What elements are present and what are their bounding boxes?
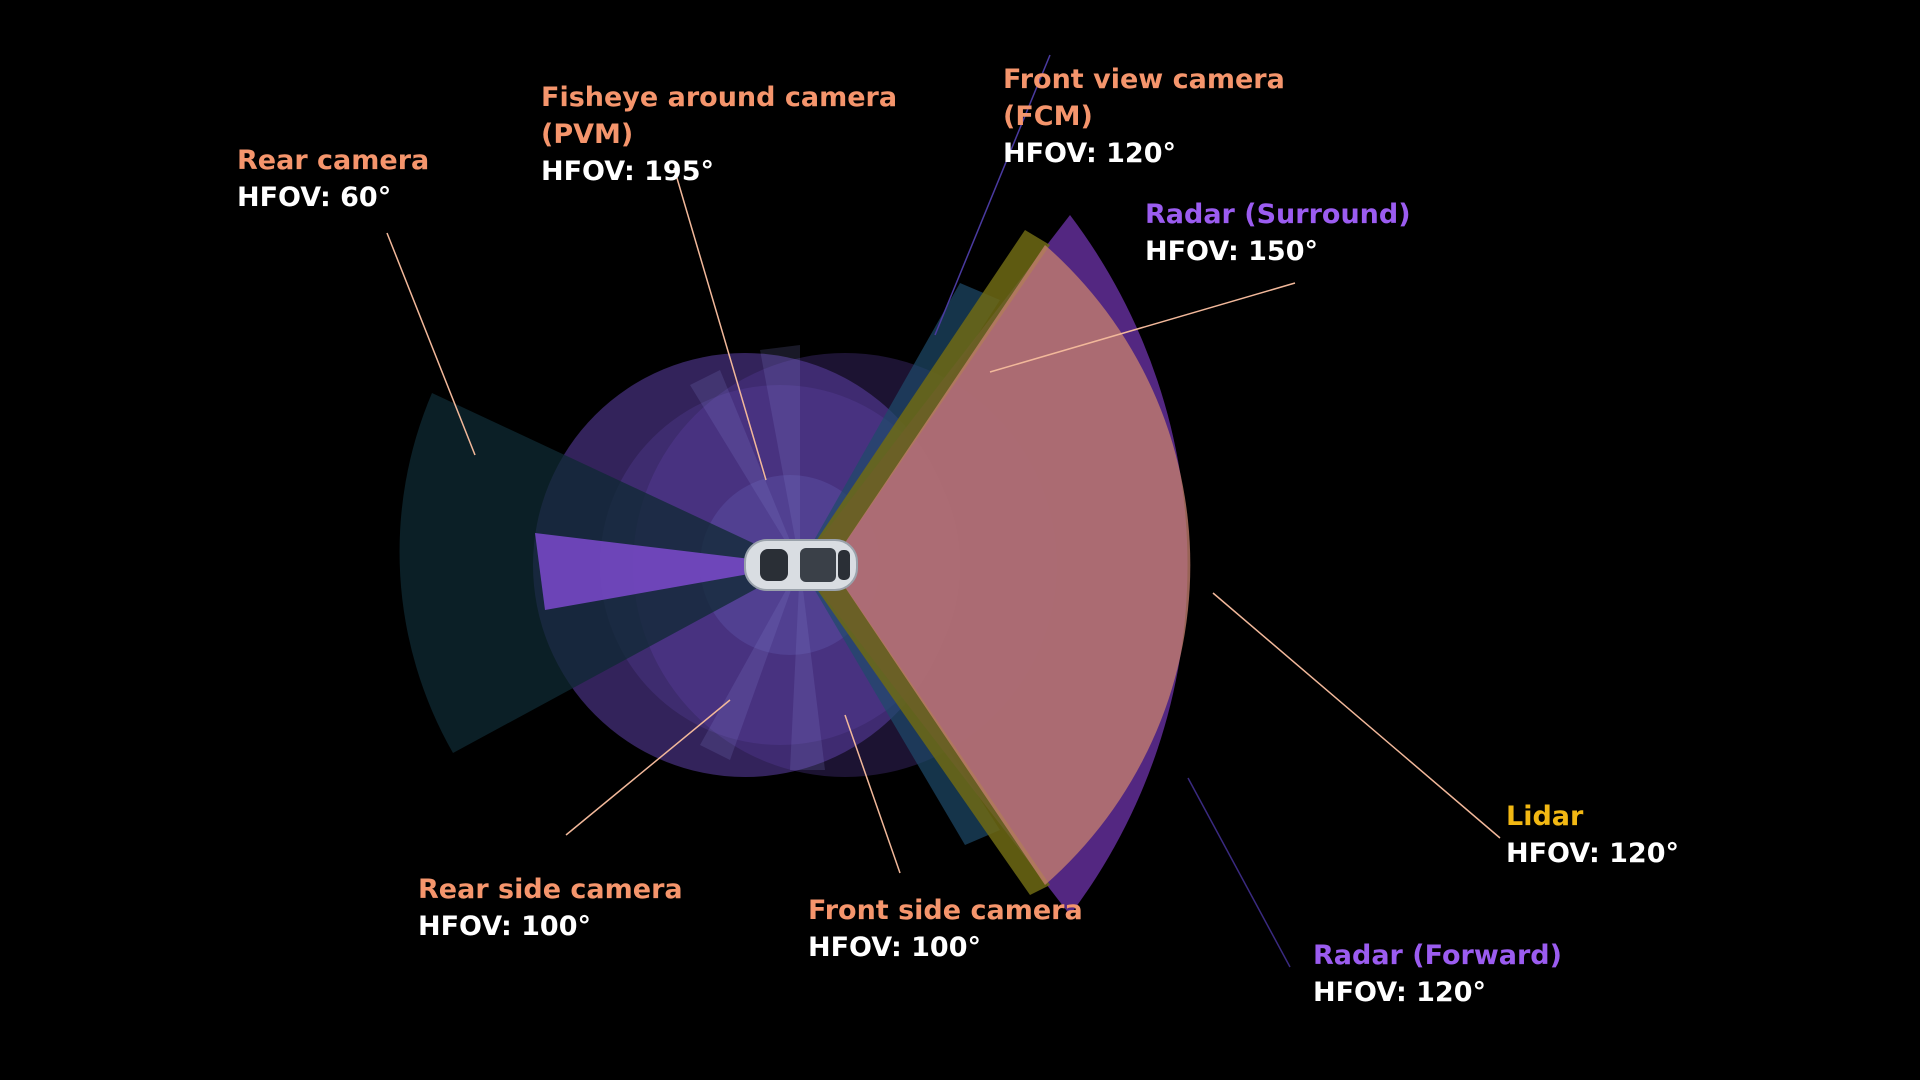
front-view-camera-hfov: HFOV: 120° (1003, 138, 1177, 169)
front-view-camera-name-line1: Front view camera (1003, 64, 1285, 95)
front-side-camera-name: Front side camera (808, 895, 1083, 926)
car-top-view-icon (744, 539, 858, 591)
leader-lines (386, 167, 1501, 874)
rear-camera-name: Rear camera (237, 145, 430, 176)
rear-camera-hfov: HFOV: 60° (237, 182, 392, 213)
front-side-camera-hfov: HFOV: 100° (808, 932, 982, 963)
fcm-leader-line (934, 54, 1051, 336)
radar-forward-leader-line (1187, 777, 1291, 968)
lidar-hfov: HFOV: 120° (1506, 838, 1680, 869)
radar-surround-leader-line (989, 282, 1296, 373)
fisheye-spoke-bottom (790, 565, 825, 770)
rear-side-camera-label: Rear side camera HFOV: 100° (418, 871, 683, 945)
radar-surround-label: Radar (Surround) HFOV: 150° (1145, 196, 1411, 270)
fisheye-leader-line (673, 167, 767, 481)
lidar-name: Lidar (1506, 801, 1584, 832)
radar-forward-hfov: HFOV: 120° (1313, 977, 1487, 1008)
front-side-camera-label: Front side camera HFOV: 100° (808, 892, 1083, 966)
rear-camera-label: Rear camera HFOV: 60° (237, 142, 429, 216)
radar-forward-label: Radar (Forward) HFOV: 120° (1313, 937, 1562, 1011)
fisheye-hfov: HFOV: 195° (541, 156, 715, 187)
front-view-camera-label: Front view camera (FCM) HFOV: 120° (1003, 61, 1285, 172)
car-windshield (838, 550, 850, 580)
front-view-camera-fan (830, 245, 1191, 885)
rear-side-camera-leader-line (565, 699, 731, 836)
rear-side-camera-hfov: HFOV: 100° (418, 911, 592, 942)
fisheye-name-line2: (PVM) (541, 119, 634, 150)
rear-camera-leader-line (386, 232, 476, 456)
car-rear-window (760, 549, 788, 581)
radar-surround-name: Radar (Surround) (1145, 199, 1411, 230)
lidar-label: Lidar HFOV: 120° (1506, 798, 1679, 872)
car-roof (800, 548, 836, 582)
fisheye-spoke-top (760, 345, 800, 565)
radar-surround-hfov: HFOV: 150° (1145, 236, 1319, 267)
fisheye-spoke-lower-left (700, 565, 800, 760)
fisheye-name-line1: Fisheye around camera (541, 82, 898, 113)
fisheye-spoke-upper-left (690, 370, 800, 565)
radar-forward-name: Radar (Forward) (1313, 940, 1562, 971)
front-side-camera-leader-line (844, 714, 901, 874)
fisheye-spokes (690, 345, 825, 770)
front-view-camera-name-line2: (FCM) (1003, 101, 1093, 132)
rear-side-camera-name: Rear side camera (418, 874, 683, 905)
fisheye-label: Fisheye around camera (PVM) HFOV: 195° (541, 79, 897, 190)
lidar-leader-line (1212, 592, 1501, 839)
rear-radar-beam (535, 533, 800, 610)
